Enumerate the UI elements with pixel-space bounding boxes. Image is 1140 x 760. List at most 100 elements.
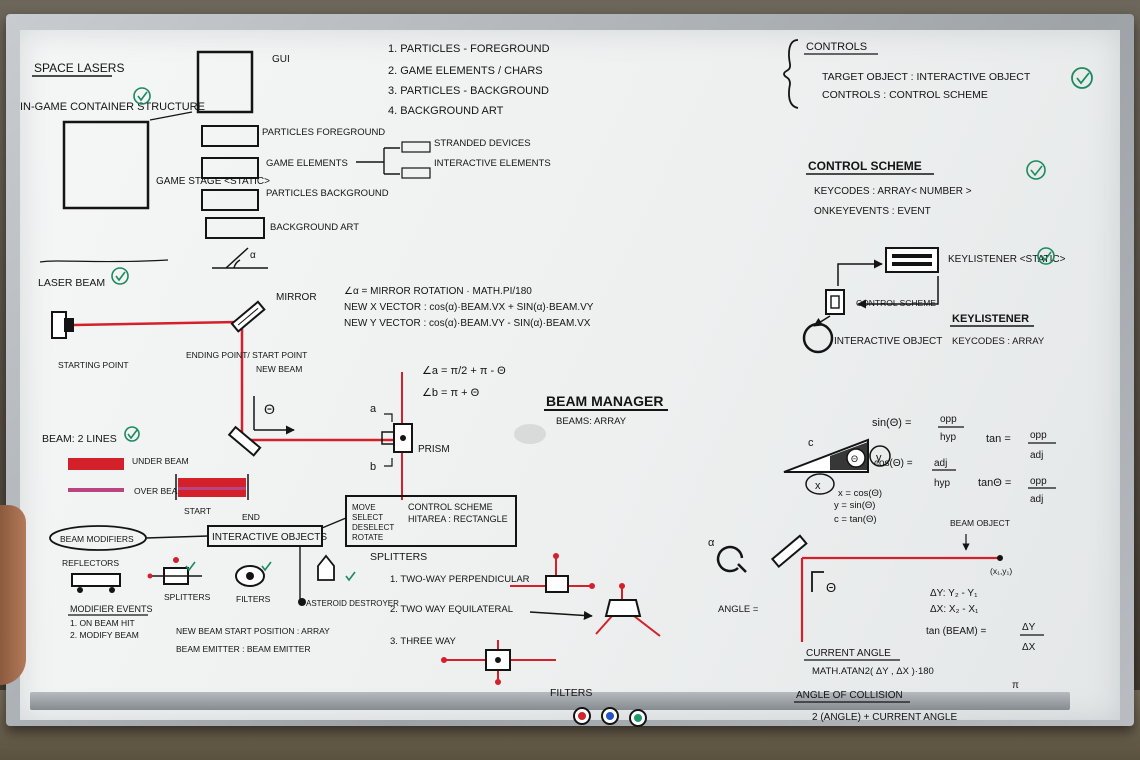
controls-title: CONTROLS [806, 41, 867, 53]
gui-box [196, 50, 254, 114]
angle-tan-dx: ΔX [1022, 642, 1036, 653]
splitter-type-2: 2. TWO WAY EQUILATERAL [390, 604, 513, 615]
splitters-title: SPLITTERS [370, 551, 427, 563]
keylistener-static-label: KEYLISTENER <STATIC> [948, 254, 1066, 265]
angle-tan-beam: tan (BEAM) = [926, 626, 986, 637]
beam-manager-title: BEAM MANAGER [546, 393, 663, 409]
formula-new-x: NEW X VECTOR : cos(α)·BEAM.VX + SIN(α)·B… [344, 302, 594, 313]
beam-emitter-label: BEAM EMITTER : BEAM EMITTER [176, 644, 311, 654]
end-label: END [242, 512, 260, 522]
structure-label: IN-GAME CONTAINER STRUCTURE [20, 101, 205, 113]
game-stage-box [62, 120, 150, 210]
control-scheme-diagram-label: CONTROL SCHEME [856, 298, 936, 308]
emitter-icon [51, 311, 67, 339]
angle-point: (x₁,y₁) [990, 566, 1012, 576]
layer-label-2: GAME ELEMENTS [266, 158, 348, 169]
formula-new-y: NEW Y VECTOR : cos(α)·BEAM.VY - SIN(α)·B… [344, 318, 591, 329]
splitters-small-label: SPLITTERS [164, 592, 211, 602]
trig-tan: tan = [986, 433, 1011, 445]
alpha-symbol: α [250, 250, 256, 261]
render-order-1: 1. PARTICLES - FOREGROUND [388, 43, 550, 55]
modifier-event-1: 1. ON BEAM HIT [70, 618, 135, 628]
action-move: MOVE [352, 503, 376, 512]
control-scheme-onkeyevents: ONKEYEVENTS : EVENT [814, 206, 931, 217]
controls-scheme: CONTROLS : CONTROL SCHEME [822, 89, 988, 101]
check-icon [124, 426, 140, 442]
prop-control-scheme: CONTROL SCHEME [408, 502, 493, 512]
check-icon [1037, 247, 1055, 265]
current-angle-title: CURRENT ANGLE [806, 648, 891, 659]
layer-box-4 [205, 217, 265, 239]
beam-manager-sub: BEAMS: ARRAY [556, 416, 627, 427]
control-scheme-keycodes: KEYCODES : ARRAY< NUMBER > [814, 186, 972, 197]
splitter-icon [147, 557, 202, 585]
prism-a-label: a [370, 403, 377, 415]
splitter-type-1: 1. TWO-WAY PERPENDICULAR [390, 574, 530, 585]
filter-color-dot [634, 714, 642, 722]
layer-box-2 [201, 157, 259, 179]
prism-angle-a: ∠a = π/2 + π - Θ [422, 365, 506, 377]
filters-small-label: FILTERS [236, 594, 271, 604]
starting-point-label: STARTING POINT [58, 360, 129, 370]
prism-angle-b: ∠b = π + Θ [422, 387, 480, 399]
trig-sin-opp: opp [940, 414, 957, 425]
laser-beam-title: LASER BEAM [38, 277, 105, 289]
trig-tan-adj: adj [1030, 450, 1043, 461]
layer-box-1 [201, 125, 259, 147]
current-angle-pi: π [1012, 680, 1019, 691]
control-scheme-icon [825, 289, 845, 315]
theta-symbol: Θ [264, 401, 275, 417]
trig-tan-theta: tanΘ = [978, 477, 1011, 489]
layer-label-4: BACKGROUND ART [270, 222, 359, 233]
angle-theta: Θ [826, 580, 836, 595]
three-way-splitter-icon [441, 640, 556, 685]
angle-label: ANGLE = [718, 604, 759, 615]
layer-label-3: PARTICLES BACKGROUND [266, 188, 389, 199]
beam-object-label: BEAM OBJECT [950, 518, 1010, 528]
under-beam-swatch [68, 458, 124, 470]
modifier-events-title: MODIFIER EVENTS [70, 604, 153, 614]
render-order-4: 4. BACKGROUND ART [388, 105, 504, 117]
render-order-3: 3. PARTICLES - BACKGROUND [388, 85, 549, 97]
angle-dx: ΔX: X₂ - X₁ [930, 604, 979, 615]
under-beam-label: UNDER BEAM [132, 456, 189, 466]
check-icon [1026, 160, 1046, 180]
keyboard-icon [885, 247, 939, 273]
formula-alpha: ∠α = MIRROR ROTATION · MATH.PI/180 [344, 286, 532, 297]
new-beam-label: NEW BEAM [256, 364, 302, 374]
trig-x-eq: x = cos(Θ) [838, 488, 882, 499]
trig-tan-opp: opp [1030, 430, 1047, 441]
beam-modifiers-label: BEAM MODIFIERS [60, 534, 134, 544]
keylistener-sub: KEYCODES : ARRAY [952, 336, 1045, 347]
interactive-elements-label: INTERACTIVE ELEMENTS [434, 158, 551, 169]
prism-label: PRISM [418, 444, 450, 455]
equilateral-splitter-icon [595, 583, 661, 637]
control-scheme-title: CONTROL SCHEME [808, 159, 922, 173]
prop-hitarea: HITAREA : RECTANGLE [408, 514, 508, 524]
title-space-lasers: SPACE LASERS [34, 61, 124, 75]
prism-b-label: b [370, 461, 376, 473]
interactive-objects-title: INTERACTIVE OBJECTS [212, 532, 327, 543]
layer-box-3 [201, 189, 259, 211]
action-deselect: DESELECT [352, 523, 394, 532]
angle-collision-formula: 2 (ANGLE) + CURRENT ANGLE [812, 712, 957, 723]
check-icon [111, 267, 129, 285]
check-icon [133, 87, 151, 105]
interactive-object-label: INTERACTIVE OBJECT [834, 336, 942, 347]
trig-tantheta-adj: adj [1030, 494, 1043, 505]
perpendicular-splitter-icon [510, 553, 595, 593]
filters-title: FILTERS [550, 687, 592, 699]
trig-sin: sin(Θ) = [872, 417, 911, 429]
over-beam-label: OVER BEAM [134, 486, 185, 496]
start-label: START [184, 506, 211, 516]
mirror-icon [227, 425, 262, 457]
reflector-icon [71, 573, 121, 587]
interactive-props-box [345, 495, 517, 547]
angle-tan-dy: ΔY [1022, 622, 1036, 633]
marker-tray [30, 692, 1070, 710]
trig-y-label: y [876, 452, 882, 464]
trig-c-eq: c = tan(Θ) [834, 514, 877, 525]
check-icon [1071, 67, 1093, 89]
mirror-label: MIRROR [276, 292, 317, 303]
